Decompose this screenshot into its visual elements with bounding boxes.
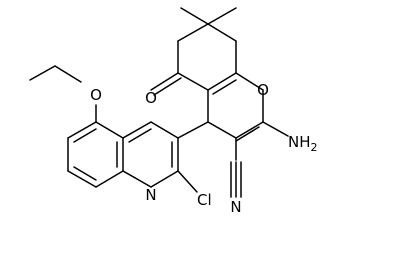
amine-subscript: 2 — [311, 141, 318, 154]
atom-labels: O O NH2 N O N Cl — [90, 81, 317, 216]
amine-nh-text: NH — [288, 133, 311, 151]
nitrile-nitrogen-label: N — [230, 198, 241, 216]
ethoxy-oxygen-label: O — [90, 86, 102, 104]
quinoline-nitrogen-label: N — [145, 186, 156, 204]
amine-label: NH2 — [288, 133, 318, 154]
bonds — [29, 7, 289, 198]
ring-oxygen-label: O — [257, 81, 269, 99]
ketone-oxygen-label: O — [145, 89, 157, 107]
chlorine-label: Cl — [197, 191, 212, 209]
